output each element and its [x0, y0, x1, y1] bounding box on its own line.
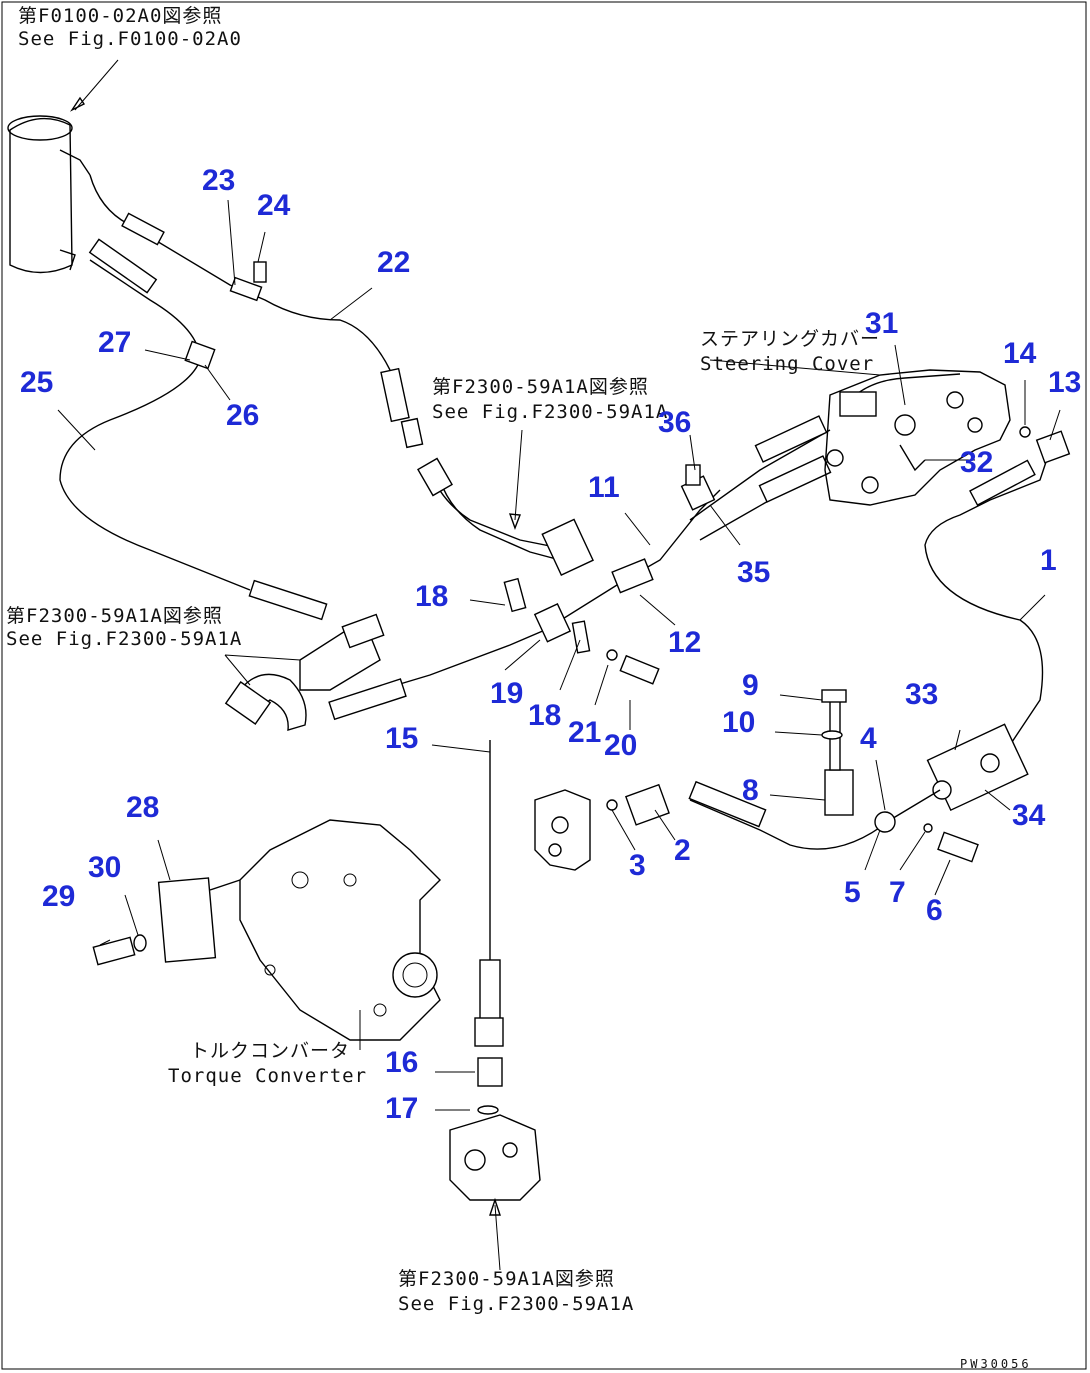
- callout-22: 22: [377, 246, 410, 279]
- ref-bottom-en: See Fig.F2300-59A1A: [398, 1293, 634, 1315]
- callout-11: 11: [588, 471, 620, 504]
- callout-28: 28: [126, 791, 159, 824]
- callout-18b: 18: [528, 699, 561, 732]
- callout-30: 30: [88, 851, 121, 884]
- callout-27: 27: [98, 326, 131, 359]
- callout-26: 26: [226, 399, 259, 432]
- callout-33: 33: [905, 678, 938, 711]
- steering-hose-a: [689, 429, 831, 521]
- hose-1: [924, 449, 1051, 746]
- left-ref-leader: [224, 654, 301, 686]
- ref-torque-jp: トルクコンバータ: [190, 1040, 350, 1062]
- control-valve: [534, 789, 591, 871]
- callout-31: 31: [865, 307, 898, 340]
- callout-1: 1: [1040, 544, 1057, 577]
- ref-center-en: See Fig.F2300-59A1A: [432, 401, 668, 423]
- ref-left-en: See Fig.F2300-59A1A: [6, 628, 242, 650]
- steering-valve-block: [824, 369, 1011, 506]
- callout-19: 19: [490, 677, 523, 710]
- callout-25: 25: [20, 366, 53, 399]
- callout-36: 36: [658, 406, 691, 439]
- hose-25: [59, 259, 251, 591]
- callout-29: 29: [42, 880, 75, 913]
- callout-3: 3: [629, 849, 646, 882]
- callout-18a: 18: [415, 580, 448, 613]
- drawing-code: PW30056: [960, 1357, 1032, 1371]
- callout-leaders: [57, 199, 1061, 1111]
- callout-6: 6: [926, 894, 943, 927]
- callout-7: 7: [889, 876, 906, 909]
- callout-12: 12: [668, 626, 701, 659]
- ref-top-left-en: See Fig.F0100-02A0: [18, 28, 242, 50]
- callout-20: 20: [604, 729, 637, 762]
- callout-23: 23: [202, 164, 235, 197]
- hydraulic-pump: [449, 1114, 541, 1201]
- callout-16: 16: [385, 1046, 418, 1079]
- callout-2: 2: [674, 834, 691, 867]
- callout-8: 8: [742, 774, 759, 807]
- tank-ref-leader: [74, 59, 119, 111]
- ref-left-jp: 第F2300-59A1A図参照: [6, 605, 223, 627]
- hydraulic-tank: [7, 115, 91, 274]
- main-pipe: [329, 489, 721, 706]
- left-elbow-assembly: [224, 613, 385, 731]
- ref-steering-jp: ステアリングカバー: [700, 328, 880, 350]
- callout-24: 24: [257, 189, 291, 222]
- callout-10: 10: [722, 706, 755, 739]
- ref-steering-en: Steering Cover: [700, 353, 874, 375]
- callout-32: 32: [960, 446, 993, 479]
- center-ref-leader: [514, 429, 523, 521]
- ref-center-jp: 第F2300-59A1A図参照: [432, 376, 649, 398]
- hose-22: [89, 174, 391, 371]
- callout-15: 15: [385, 722, 418, 755]
- torque-converter: [239, 819, 441, 1041]
- callout-13: 13: [1048, 366, 1081, 399]
- ref-top-left-jp: 第F0100-02A0図参照: [18, 5, 222, 27]
- callout-21: 21: [568, 716, 601, 749]
- ref-bottom-jp: 第F2300-59A1A図参照: [398, 1268, 615, 1290]
- callout-5: 5: [844, 876, 861, 909]
- callout-34: 34: [1012, 799, 1046, 832]
- callout-35: 35: [737, 556, 770, 589]
- ref-torque-en: Torque Converter: [168, 1065, 367, 1087]
- callout-17: 17: [385, 1092, 418, 1125]
- callout-9: 9: [742, 669, 759, 702]
- callout-14: 14: [1003, 337, 1037, 370]
- callout-4: 4: [860, 722, 877, 755]
